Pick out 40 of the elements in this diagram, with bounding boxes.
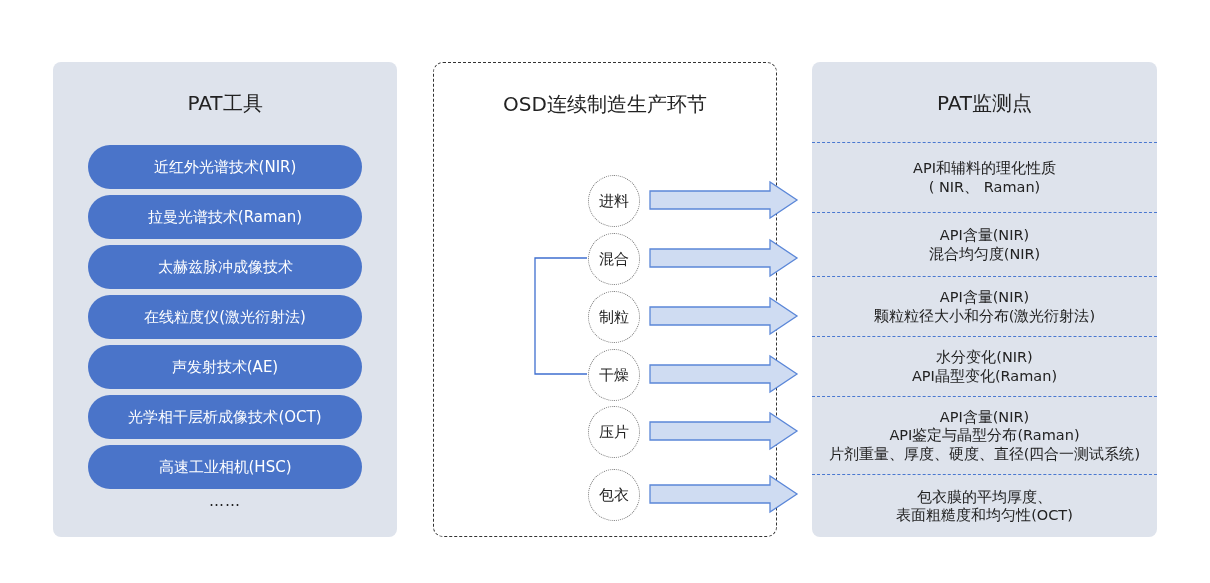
monitoring-item: API含量(NIR) xyxy=(939,288,1030,307)
monitoring-item: 包衣膜的平均厚度、 xyxy=(917,487,1052,506)
technique-pill: 光学相干层析成像技术(OCT) xyxy=(88,395,362,439)
monitoring-item: API含量(NIR) xyxy=(939,408,1030,427)
bracket-line xyxy=(534,257,588,375)
monitoring-item: API晶型变化(Raman) xyxy=(911,366,1058,385)
block-arrow xyxy=(649,238,799,278)
technique-pill: 拉曼光谱技术(Raman) xyxy=(88,195,362,239)
step-circle: 制粒 xyxy=(588,291,640,343)
technique-pill: 在线粒度仪(激光衍射法) xyxy=(88,295,362,339)
monitoring-item: 颗粒粒径大小和分布(激光衍射法) xyxy=(873,306,1096,325)
monitoring-item: 混合均匀度(NIR) xyxy=(928,244,1041,263)
step-circle: 干燥 xyxy=(588,349,640,401)
step-circle: 进料 xyxy=(588,175,640,227)
technique-pill: 声发射技术(AE) xyxy=(88,345,362,389)
monitoring-item: API鉴定与晶型分布(Raman) xyxy=(889,426,1080,445)
technique-pill: 高速工业相机(HSC) xyxy=(88,445,362,489)
monitoring-item: 表面粗糙度和均匀性(OCT) xyxy=(896,506,1073,525)
monitoring-item: API含量(NIR) xyxy=(939,226,1030,245)
technique-pill: 太赫兹脉冲成像技术 xyxy=(88,245,362,289)
dashed-frame xyxy=(433,62,777,537)
monitoring-item: API和辅料的理化性质 xyxy=(913,159,1056,178)
step-circle: 混合 xyxy=(588,233,640,285)
block-arrow xyxy=(649,411,799,451)
panel-title: PAT工具 xyxy=(186,90,264,117)
step-circle: 包衣 xyxy=(588,469,640,521)
monitoring-item: 片剂重量、厚度、硬度、直径(四合一测试系统) xyxy=(828,444,1141,463)
panel-card xyxy=(812,62,1157,537)
block-arrow xyxy=(649,474,799,514)
panel-title: OSD连续制造生产环节 xyxy=(502,91,708,118)
technique-pill: 近红外光谱技术(NIR) xyxy=(88,145,362,189)
monitoring-item: ( NIR、 Raman) xyxy=(928,177,1041,196)
step-circle: 压片 xyxy=(588,406,640,458)
monitoring-item: 水分变化(NIR) xyxy=(936,348,1033,367)
ellipsis-text: …… xyxy=(208,492,242,510)
block-arrow xyxy=(649,180,799,220)
block-arrow xyxy=(649,354,799,394)
panel-title: PAT监测点 xyxy=(935,90,1034,117)
panel-card xyxy=(53,62,397,537)
block-arrow xyxy=(649,296,799,336)
